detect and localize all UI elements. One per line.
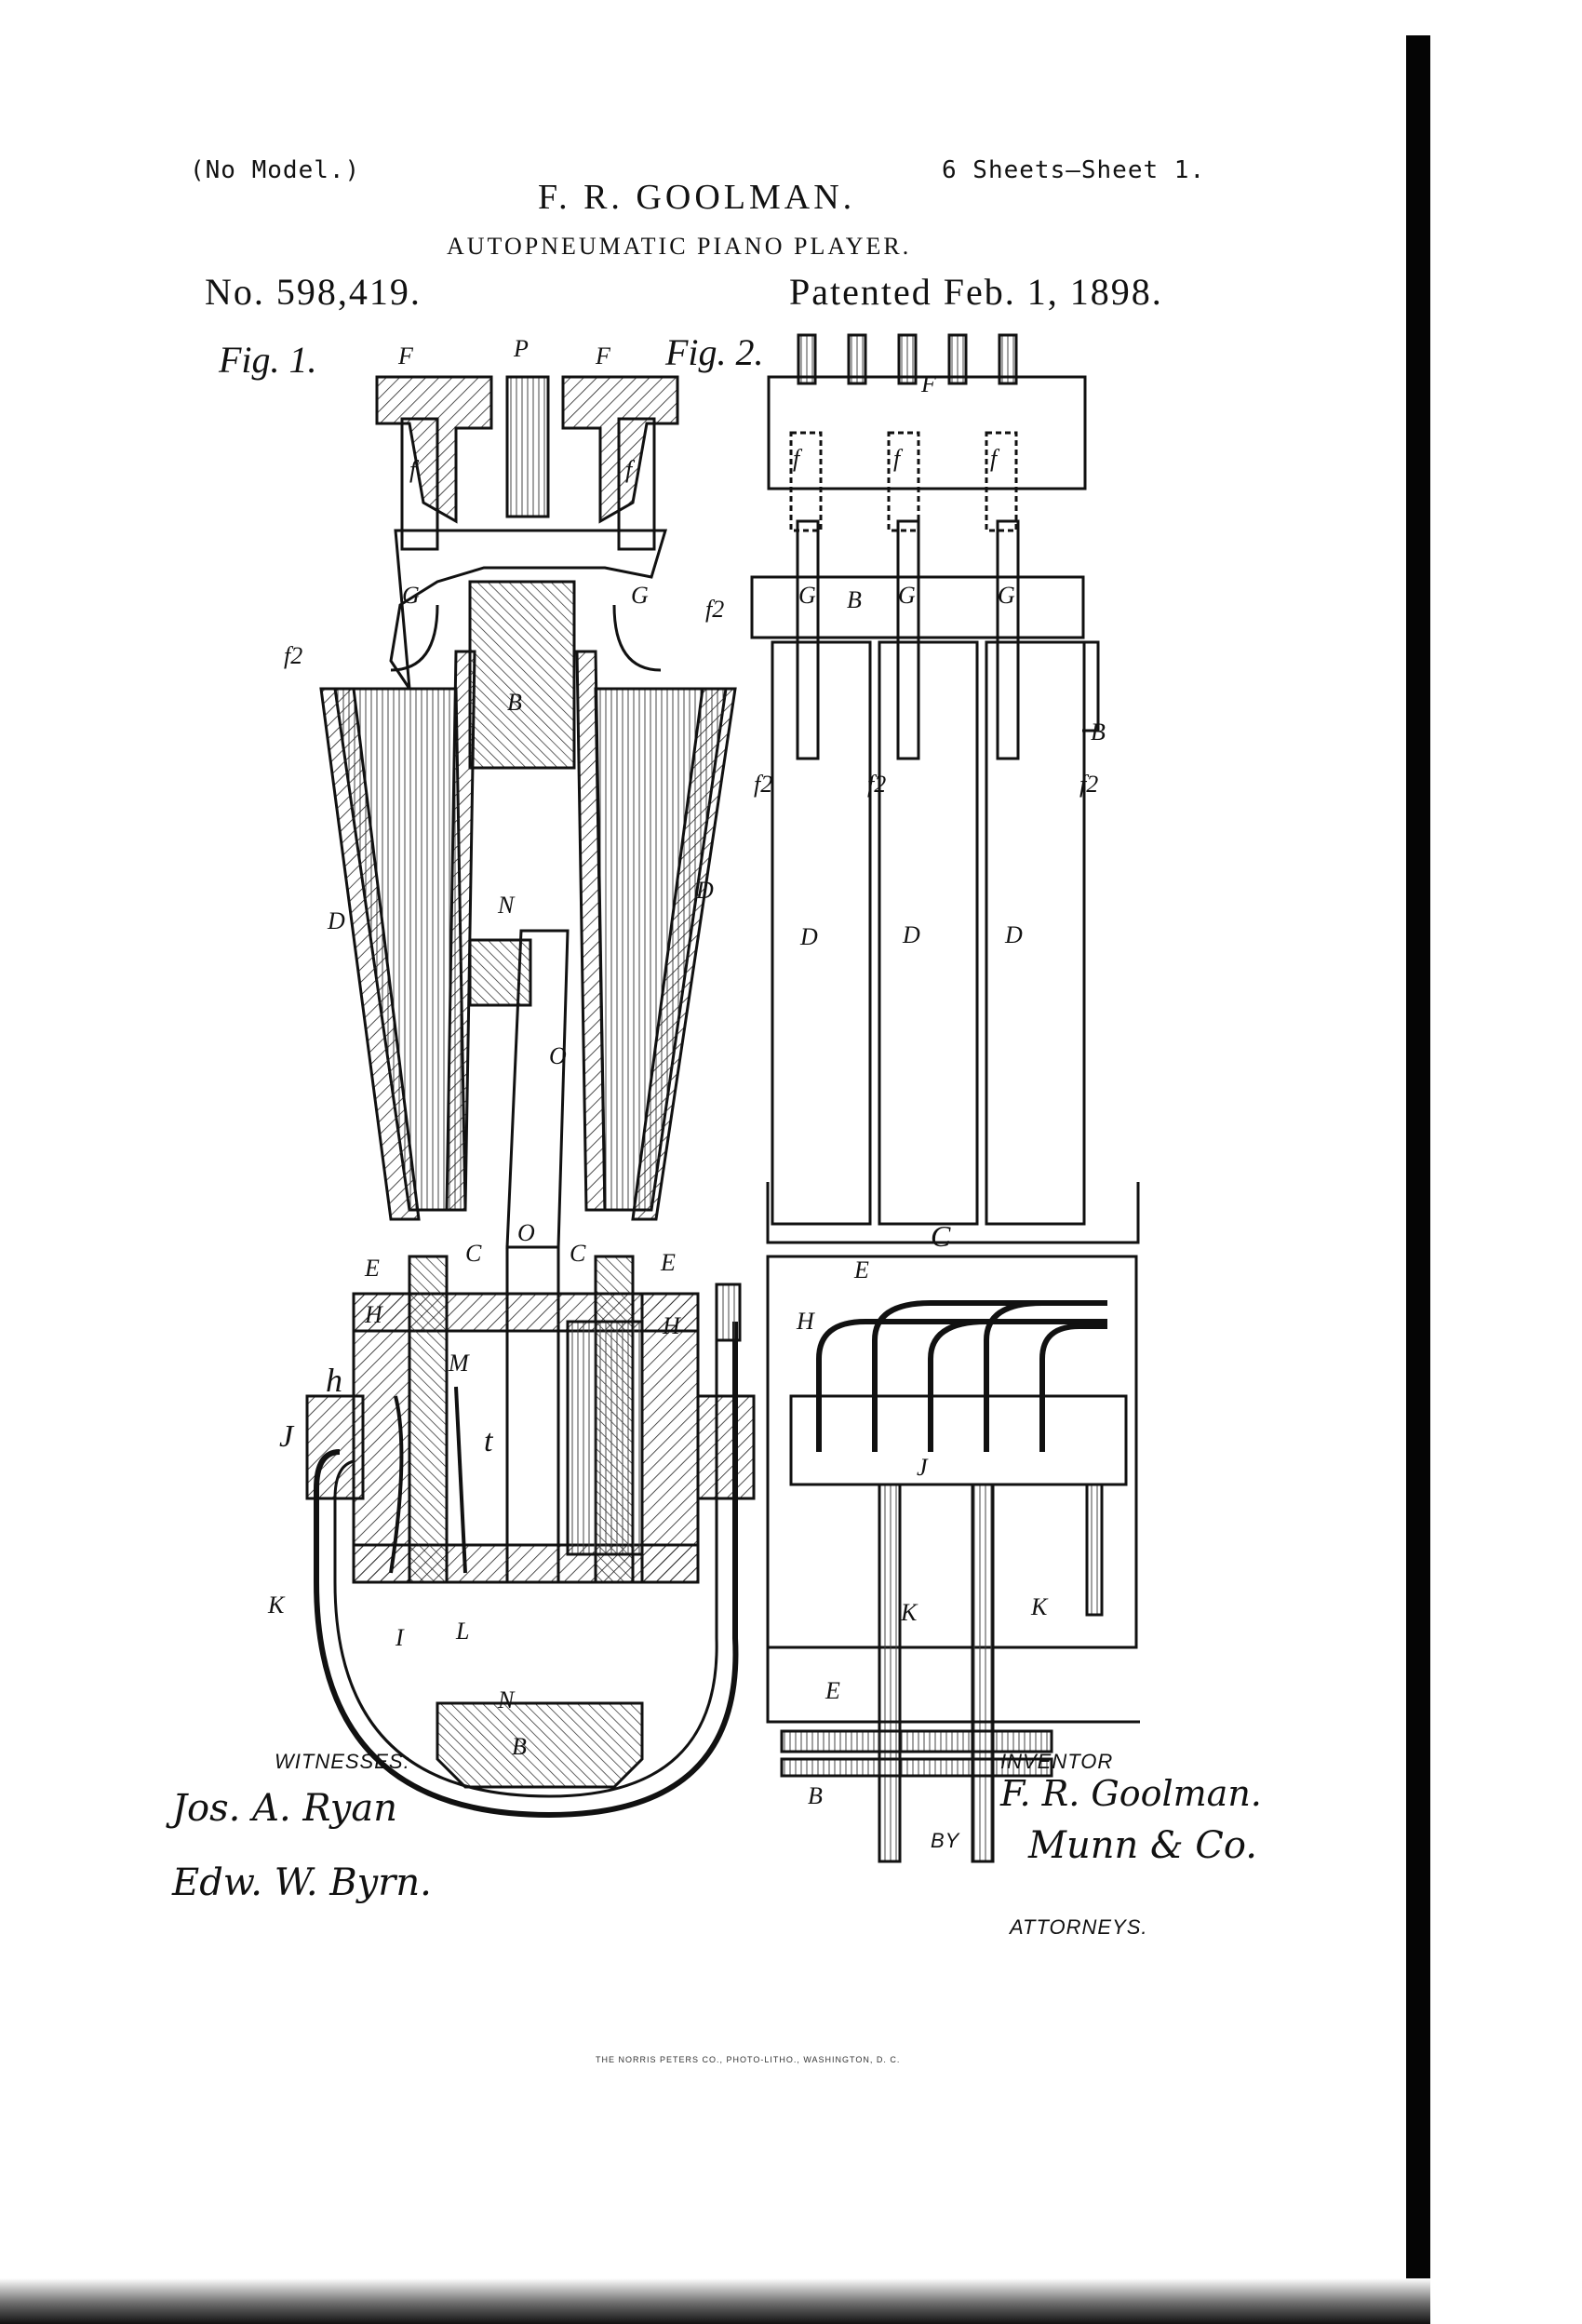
attorney-signature: Munn & Co. (1028, 1824, 1257, 1867)
ref2-f2-c: f2 (1079, 771, 1099, 798)
ref-t: t (484, 1424, 493, 1458)
inventor-signature: F. R. Goolman. (1000, 1773, 1262, 1814)
block-f-left (375, 375, 493, 524)
ref2-f2-b: f2 (867, 771, 887, 798)
ref-c-left: C (465, 1240, 482, 1267)
ref-i: I (396, 1624, 404, 1651)
ref-n-top: N (498, 892, 515, 919)
ref2-g-3: G (998, 582, 1015, 609)
ref-e-right: E (661, 1249, 676, 1276)
ref-g-right: G (631, 582, 649, 609)
attorneys-caption: ATTORNEYS. (1010, 1915, 1148, 1939)
ref-h-right: H (663, 1312, 680, 1339)
ref2-f-1: f (793, 445, 800, 472)
ref2-k-2: K (1031, 1593, 1048, 1620)
tube-p (505, 375, 550, 518)
ref2-d-2: D (903, 921, 920, 948)
patent-number: No. 598,419. (205, 271, 422, 313)
witness-signature-2: Edw. W. Byrn. (172, 1861, 432, 1904)
tube-k-1 (878, 1483, 902, 1863)
figure-2 (750, 333, 1140, 1863)
ref2-f-3: f (990, 445, 998, 472)
ref-d-left: D (328, 907, 345, 934)
ref-n-bottom: N (498, 1686, 515, 1713)
bar-j (789, 1394, 1128, 1486)
ref-f-left: F (398, 343, 413, 369)
ref2-f: F (921, 370, 936, 397)
witness-signature-1: Jos. A. Ryan (172, 1787, 398, 1830)
block-b-bottom (436, 1701, 644, 1789)
figure-1 (305, 375, 756, 1819)
ref2-f-2: f (893, 445, 901, 472)
ref-b-top: B (507, 689, 522, 716)
ref-p: P (514, 335, 529, 362)
key-d-3 (985, 640, 1086, 1226)
sheet-count: 6 Sheets—Sheet 1. (942, 156, 1206, 184)
tube-k-2 (971, 1483, 995, 1863)
ref-l: L (456, 1618, 470, 1645)
ref-c-right: C (570, 1240, 586, 1267)
page-edge-right (1406, 35, 1430, 2324)
patent-title: AUTOPNEUMATIC PIANO PLAYER. (447, 233, 912, 260)
fig2-label: Fig. 2. (665, 331, 764, 373)
ref2-d-1: D (800, 923, 818, 950)
ref2-e-top: E (854, 1256, 869, 1283)
ref2-b-right: B (1091, 719, 1106, 746)
page-edge-bottom (0, 2278, 1430, 2324)
patent-date: Patented Feb. 1, 1898. (789, 271, 1163, 313)
ref-g-left: G (402, 582, 420, 609)
ref2-g-2: G (898, 582, 916, 609)
ref2-j: J (917, 1454, 928, 1481)
ref-f2-right: f2 (705, 596, 725, 623)
ref-d-right: D (696, 877, 714, 904)
ref-h-small: h (326, 1362, 342, 1399)
ref-b-bottom: B (512, 1733, 527, 1760)
inventor-caption: INVENTOR (1000, 1750, 1114, 1773)
ref2-h: H (797, 1308, 814, 1335)
ref-f-right: F (596, 343, 610, 369)
ref-f-small-right: f (625, 456, 633, 483)
ref-m: M (449, 1350, 469, 1377)
by-caption: BY (931, 1829, 960, 1852)
inventor-name: F. R. GOOLMAN. (538, 178, 856, 217)
ref2-c: C (931, 1219, 951, 1253)
ref-e-left: E (365, 1255, 380, 1282)
ref-o-upper: O (549, 1042, 567, 1069)
ref2-e-bottom: E (825, 1677, 840, 1704)
printer-imprint: THE NORRIS PETERS CO., PHOTO-LITHO., WAS… (596, 2055, 901, 2064)
ref-k-fig1: K (268, 1592, 285, 1619)
ref-h-left: H (365, 1301, 382, 1328)
ref2-g-1: G (798, 582, 816, 609)
ref-o-lower: O (517, 1219, 535, 1246)
ref-f-small-left: f (409, 456, 417, 483)
key-d-1 (771, 640, 872, 1226)
ref2-f2-a: f2 (754, 771, 773, 798)
ref2-d-3: D (1005, 921, 1023, 948)
frame-e (766, 1255, 1138, 1649)
ref-j-fig1: J (279, 1419, 294, 1454)
ref-f2-left: f2 (284, 642, 303, 669)
block-b-top (468, 580, 576, 770)
witnesses-caption: WITNESSES: (275, 1750, 410, 1773)
no-model-note: (No Model.) (190, 156, 361, 184)
ref2-b-bottom: B (808, 1782, 823, 1809)
ref2-b-mid: B (847, 586, 862, 613)
fig1-label: Fig. 1. (219, 339, 317, 381)
ref2-k-1: K (901, 1599, 918, 1626)
bar-f (767, 375, 1087, 490)
key-d-2 (878, 640, 979, 1226)
